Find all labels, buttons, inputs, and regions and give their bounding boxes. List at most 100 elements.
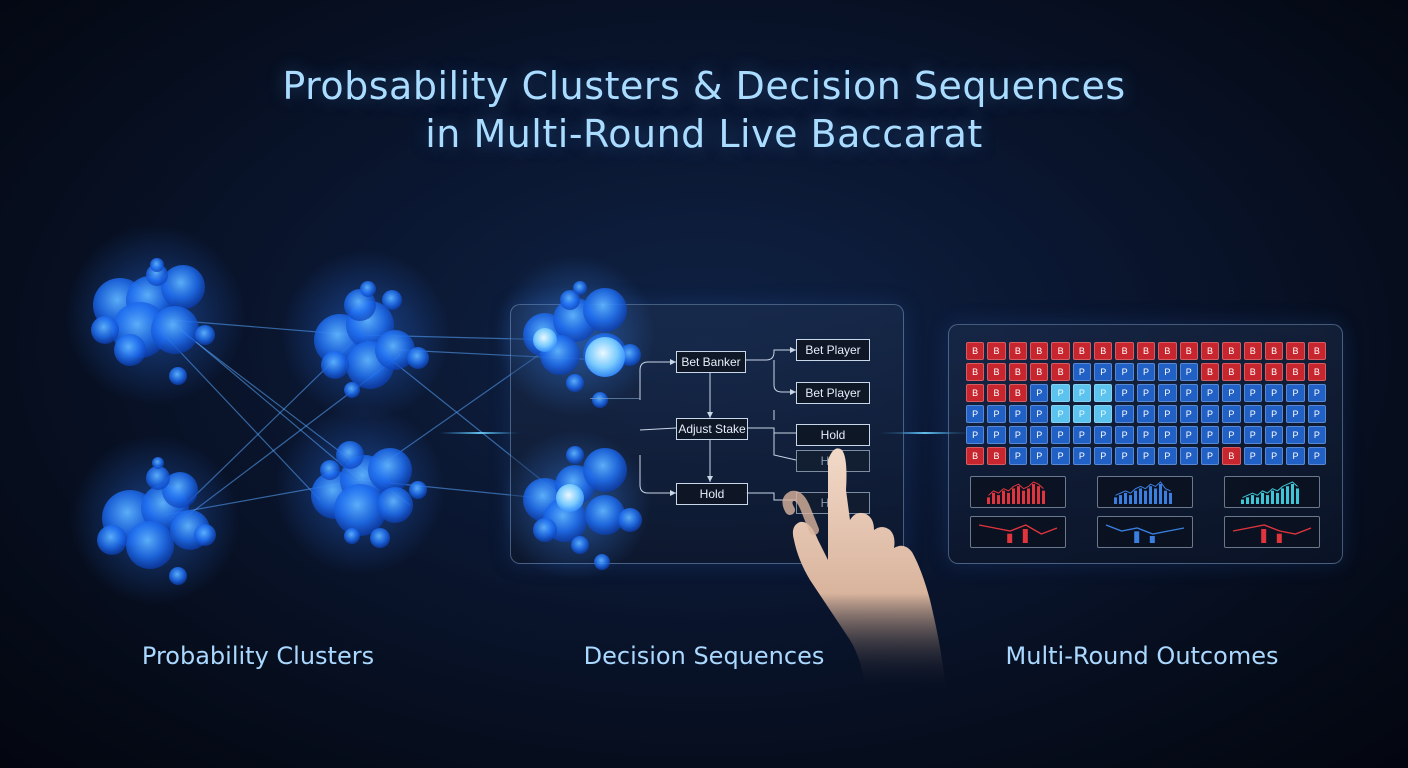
outcome-cell: P [1072, 363, 1092, 381]
decision-cluster-top [523, 281, 641, 408]
outcome-cell: P [1307, 447, 1326, 465]
outcome-cell: P [1158, 384, 1177, 402]
probability-cluster-top-left [91, 258, 215, 385]
outcome-cell: B [966, 384, 985, 402]
mini-bar [1032, 484, 1035, 504]
outcome-cell: B [1200, 342, 1220, 360]
mini-trend-line [988, 481, 1044, 496]
mini-line [1105, 524, 1185, 535]
bet-banker-node[interactable]: Bet Banker [676, 351, 746, 373]
outcome-cell: P [1200, 447, 1220, 465]
outcome-cell: P [1286, 447, 1305, 465]
outcome-cell: B [1222, 363, 1241, 381]
mini-chart-6 [1224, 516, 1320, 548]
outcome-cell: P [1030, 405, 1049, 423]
mini-bar [992, 492, 995, 504]
outcome-cell: B [1030, 342, 1049, 360]
outcome-cell: B [1030, 363, 1049, 381]
mini-bar [1281, 488, 1284, 504]
glow-line [880, 432, 970, 434]
mini-bar [1114, 497, 1117, 504]
mini-bar [1002, 490, 1005, 504]
outcome-cell: P [1264, 405, 1284, 423]
mini-bar [1007, 492, 1010, 504]
outcome-cell: P [987, 426, 1006, 444]
mini-bar [1296, 488, 1299, 504]
outcome-cell: P [1264, 384, 1284, 402]
outcome-cell: P [1094, 384, 1113, 402]
hold-node-1[interactable]: Hold [796, 424, 870, 446]
outcome-cell: B [1243, 342, 1262, 360]
outcome-cell: B [1008, 384, 1028, 402]
outcome-cell: P [1115, 447, 1134, 465]
outcome-cell: P [1200, 405, 1220, 423]
outcome-cell: P [1179, 426, 1198, 444]
outcome-cell: P [1030, 447, 1049, 465]
outcome-cell: P [1136, 426, 1156, 444]
mini-bar [1149, 536, 1155, 543]
mini-bar [1169, 492, 1172, 504]
mini-bar [1154, 488, 1157, 504]
outcome-cell: P [1286, 384, 1305, 402]
outcome-cell: P [1179, 447, 1198, 465]
outcome-cell: P [1051, 426, 1070, 444]
mini-bar [1159, 484, 1162, 504]
mini-bar [1261, 529, 1267, 543]
outcome-cell: P [966, 426, 985, 444]
mini-chart-2 [1097, 476, 1193, 508]
mini-bar [1286, 486, 1289, 504]
outcome-cell: P [1264, 447, 1284, 465]
outcome-cell: B [1286, 342, 1305, 360]
outcome-cell: P [1115, 426, 1134, 444]
bet-player-node-1[interactable]: Bet Player [796, 339, 870, 361]
outcome-cell: P [1094, 405, 1113, 423]
hold-node-main[interactable]: Hold [676, 483, 748, 505]
mini-bar [1149, 486, 1152, 504]
outcome-cell: P [1051, 384, 1070, 402]
mini-bar [1261, 492, 1264, 504]
mini-bar [1007, 533, 1013, 543]
mini-bar [1246, 497, 1249, 504]
decision-cluster-bottom [523, 446, 642, 570]
outcome-cell: P [1136, 363, 1156, 381]
outcome-cell: P [1307, 426, 1326, 444]
outcome-cell: B [987, 342, 1006, 360]
caption-multi-round-outcomes: Multi-Round Outcomes [1005, 642, 1279, 670]
outcome-cell: P [1307, 405, 1326, 423]
probability-cluster-mid-bottom [311, 441, 427, 548]
mini-bar [1134, 490, 1137, 504]
mini-chart-3 [1224, 476, 1320, 508]
outcome-cell: P [1008, 426, 1028, 444]
outcome-cell: B [966, 342, 985, 360]
outcome-cell: B [1158, 342, 1177, 360]
outcome-cell: P [1094, 426, 1113, 444]
outcome-cell: P [1115, 384, 1134, 402]
mini-bar [1012, 488, 1015, 504]
outcome-cell: P [1136, 384, 1156, 402]
mini-bar [1276, 533, 1282, 543]
mini-bar [987, 497, 990, 504]
outcome-cell: P [1008, 447, 1028, 465]
mini-trend-line [1115, 481, 1171, 496]
outcome-cell: B [1264, 342, 1284, 360]
mini-bar [1027, 488, 1030, 504]
outcome-cell: P [966, 405, 985, 423]
outcome-cell: P [1030, 426, 1049, 444]
mini-bar [1022, 529, 1028, 543]
outcome-cell: P [1008, 405, 1028, 423]
bet-player-node-2[interactable]: Bet Player [796, 382, 870, 404]
outcome-cell: P [1243, 405, 1262, 423]
outcome-cell: P [1072, 384, 1092, 402]
outcome-cell: P [1158, 363, 1177, 381]
mini-bar [1271, 490, 1274, 504]
outcome-cell: B [1307, 363, 1326, 381]
outcome-cell: B [1179, 342, 1198, 360]
outcome-cell: P [987, 405, 1006, 423]
adjust-stake-node[interactable]: Adjust Stake [676, 418, 748, 440]
pointing-hand-icon [782, 448, 946, 690]
outcome-cell: B [1051, 363, 1070, 381]
outcome-cell: B [1136, 342, 1156, 360]
outcome-cell: B [1008, 342, 1028, 360]
mini-chart-5 [1097, 516, 1193, 548]
